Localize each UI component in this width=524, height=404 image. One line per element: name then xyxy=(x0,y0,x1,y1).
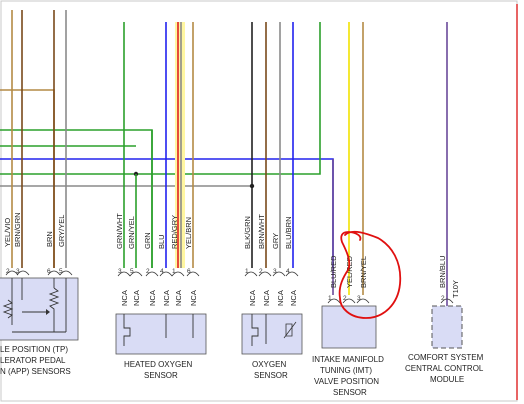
connector-arcs xyxy=(117,271,200,277)
component-caption: INTAKE MANIFOLD xyxy=(312,355,384,364)
component-caption: CENTRAL CONTROL xyxy=(405,364,484,373)
component-caption: OXYGEN xyxy=(252,360,286,369)
nca-label: NCA xyxy=(248,290,257,306)
wire-code-grn-wht: GRN/WHT xyxy=(115,213,124,249)
wire-code-yel-vio: YEL/VIO xyxy=(3,218,12,247)
component-caption: N (APP) SENSORS xyxy=(0,367,71,376)
nca-label: NCA xyxy=(148,290,157,306)
component-caption: VALVE POSITION xyxy=(314,377,379,386)
wire-code-grn: GRN xyxy=(143,232,152,249)
pin-number: 2 xyxy=(441,295,445,302)
pin-number: 6 xyxy=(187,268,191,275)
pin-number: 2 xyxy=(6,268,10,275)
nca-label: NCA xyxy=(162,290,171,306)
wire-code-brn-blu: BRN/BLU xyxy=(438,255,447,288)
imt-sensor-group: BLU/RED YEL/RED BRN/YEL 1 2 3 INTAKE MAN… xyxy=(312,22,384,397)
sensor-element-symbol xyxy=(123,314,131,346)
pin-number: 2 xyxy=(343,295,347,302)
pin-number: 3 xyxy=(273,268,277,275)
potentiometer-symbol xyxy=(2,299,14,319)
red-circle-annotation xyxy=(338,230,402,319)
wire-code-grn-yel: GRN/YEL xyxy=(127,216,136,249)
variable-resistor-arrow xyxy=(283,321,297,339)
component-caption: SENSOR xyxy=(333,388,367,397)
pin-number: 3 xyxy=(357,295,361,302)
pin-number: 6 xyxy=(47,268,51,275)
connector-code: T10Y xyxy=(451,280,460,298)
pin-number: 5 xyxy=(130,268,134,275)
sensor-element-symbol xyxy=(251,314,259,346)
wire-run-green-lower xyxy=(0,22,321,175)
potentiometer-symbol xyxy=(48,287,60,316)
wire-code-yel-brn: YEL/BRN xyxy=(184,217,193,249)
component-caption: LE POSITION (TP) xyxy=(0,345,68,354)
pin-number: 4 xyxy=(160,268,164,275)
pin-number: 2 xyxy=(259,268,263,275)
nca-label: NCA xyxy=(276,290,285,306)
component-caption: MODULE xyxy=(430,375,464,384)
wire-code-blk-grn: BLK/GRN xyxy=(243,216,252,249)
pin-number: 2 xyxy=(146,268,150,275)
connector-arcs xyxy=(327,298,370,304)
connector-arc xyxy=(440,298,454,304)
component-caption: HEATED OXYGEN xyxy=(124,360,193,369)
nca-label: NCA xyxy=(120,290,129,306)
wire-code-brn-yel: BRN/YEL xyxy=(359,256,368,288)
heated-oxygen-sensor-group: GRN/WHT GRN/YEL GRN BLU RED/GRY YEL/BRN … xyxy=(115,22,207,380)
oxygen-sensor-group: BLK/GRN BRN/WHT GRY BLU/BRN 1 2 3 4 NCA … xyxy=(241,22,303,380)
comfort-module-group: BRN/BLU 2 T10Y COMFORT SYSTEM CENTRAL CO… xyxy=(405,22,484,384)
pin-number: 3 xyxy=(118,268,122,275)
comfort-module-box xyxy=(431,305,463,349)
heated-oxygen-sensor-box xyxy=(115,313,207,355)
pin-number: 3 xyxy=(16,268,20,275)
wire-code-gry: GRY xyxy=(271,233,280,249)
wire-code-blu-brn: BLU/BRN xyxy=(284,216,293,249)
pin-number: 1 xyxy=(172,268,176,275)
component-caption: TUNING (IMT) xyxy=(320,366,372,375)
pin-number: 1 xyxy=(328,295,332,302)
nca-label: NCA xyxy=(289,290,298,306)
variable-resistor-symbol xyxy=(285,323,293,337)
wire-code-gry-yel: GRY/YEL xyxy=(57,215,66,247)
connector-arcs xyxy=(5,270,73,276)
component-caption: COMFORT SYSTEM xyxy=(408,353,484,362)
nca-label: NCA xyxy=(262,290,271,306)
highlight-band xyxy=(175,22,185,268)
pin-number: 4 xyxy=(286,268,290,275)
wire-code-brn-grn: BRN/GRN xyxy=(13,212,22,247)
wire-code-yel-red: YEL/RED xyxy=(345,255,354,288)
wire-code-brn-wht: BRN/WHT xyxy=(257,214,266,249)
wire-code-blu: BLU xyxy=(157,234,166,249)
tp-app-sensor-group: YEL/VIO BRN/GRN BRN GRY/YEL 2 3 6 5 LE P… xyxy=(0,10,79,376)
wire-code-blu-red: BLU/RED xyxy=(329,255,338,288)
oxygen-sensor-box xyxy=(241,313,303,355)
nca-label: NCA xyxy=(174,290,183,306)
component-caption: SENSOR xyxy=(254,371,288,380)
pin-number: 5 xyxy=(59,268,63,275)
connector-arcs xyxy=(244,271,299,277)
nca-label: NCA xyxy=(189,290,198,306)
wire-code-brn: BRN xyxy=(45,231,54,247)
nca-label: NCA xyxy=(132,290,141,306)
wiper-arrow xyxy=(46,309,50,315)
component-caption: LERATOR PEDAL xyxy=(0,356,66,365)
wire-code-red-gry: RED/GRY xyxy=(170,215,179,249)
component-caption: SENSOR xyxy=(144,371,178,380)
pin-number: 1 xyxy=(245,268,249,275)
